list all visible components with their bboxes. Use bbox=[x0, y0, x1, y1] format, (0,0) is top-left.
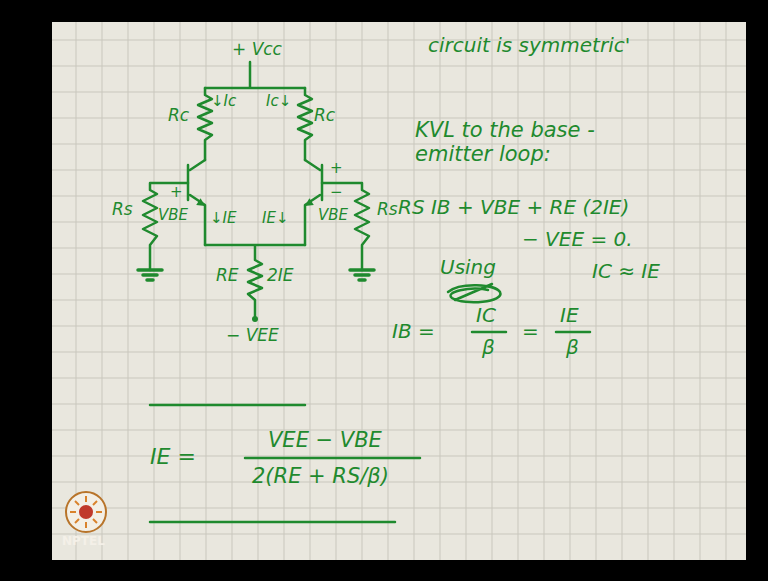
supply-label: + Vcc bbox=[232, 40, 282, 60]
grid-line bbox=[440, 22, 441, 560]
grid-line bbox=[52, 248, 746, 249]
current-label: 2IE bbox=[267, 266, 294, 286]
grid-line bbox=[414, 22, 415, 560]
grid-line bbox=[52, 430, 746, 431]
grid-line bbox=[492, 22, 493, 560]
resistor-symbol bbox=[298, 88, 312, 160]
grid-line bbox=[52, 66, 746, 67]
scribble bbox=[448, 284, 500, 302]
grid-line bbox=[52, 300, 746, 301]
resistor-label: Rs bbox=[377, 200, 398, 220]
grid-line bbox=[648, 22, 649, 560]
paper bbox=[52, 22, 746, 560]
polarity-sign: + bbox=[170, 184, 183, 201]
resistor-symbol bbox=[143, 183, 188, 270]
grid-line bbox=[52, 352, 746, 353]
emitter-arrow bbox=[196, 198, 205, 206]
grid-line bbox=[544, 22, 545, 560]
grid-line bbox=[52, 482, 746, 483]
grid-line bbox=[52, 144, 746, 145]
logo-ray bbox=[75, 501, 79, 505]
resistor-label: Rc bbox=[168, 106, 189, 126]
equation: = bbox=[522, 320, 539, 343]
fraction-term: β bbox=[566, 336, 579, 359]
note: circuit is symmetric' bbox=[428, 34, 630, 57]
resistor-symbol bbox=[205, 245, 305, 316]
resistor-label: RE bbox=[216, 266, 239, 286]
grid-line bbox=[180, 22, 181, 560]
grid-line bbox=[700, 22, 701, 560]
equation: RS IB + VBE + RE (2IE) bbox=[398, 196, 629, 219]
grid-line bbox=[52, 508, 746, 509]
emitter-arrow bbox=[305, 198, 314, 206]
resistor-symbol bbox=[198, 88, 212, 160]
logo-ray bbox=[70, 511, 76, 513]
grid-line bbox=[52, 170, 746, 171]
fraction-term: IE bbox=[560, 304, 579, 327]
logo-ray bbox=[93, 501, 97, 505]
fraction-term: β bbox=[482, 336, 495, 359]
underline bbox=[150, 405, 395, 522]
grid-line bbox=[128, 22, 129, 560]
grid-line bbox=[622, 22, 623, 560]
current-label: ↓Ic bbox=[211, 93, 236, 110]
polarity-sign: − bbox=[330, 184, 343, 201]
resistor-label: Rc bbox=[314, 106, 335, 126]
logo-text: NPTEL bbox=[62, 535, 105, 549]
supply-wire bbox=[205, 62, 305, 88]
ground-symbol bbox=[138, 270, 162, 280]
grid-line bbox=[52, 92, 746, 93]
resistor-symbol bbox=[322, 183, 369, 270]
fraction-term: IC bbox=[476, 304, 496, 327]
note: Using bbox=[440, 256, 496, 279]
grid-line bbox=[76, 22, 77, 560]
grid-line bbox=[52, 534, 746, 535]
logo-ray bbox=[85, 522, 87, 528]
grid-line bbox=[52, 40, 746, 41]
nptel-logo bbox=[66, 492, 106, 532]
current-label: IE↓ bbox=[262, 210, 288, 227]
grid bbox=[52, 22, 746, 560]
logo-center bbox=[79, 505, 93, 519]
transistor-symbol bbox=[305, 160, 322, 245]
grid-line bbox=[102, 22, 103, 560]
note: KVL to the base - emitter loop: bbox=[415, 118, 615, 166]
equation: − VEE = 0. bbox=[522, 228, 633, 251]
current-label: ↓IE bbox=[210, 210, 236, 227]
supply-label: − VEE bbox=[226, 326, 279, 346]
logo-ray bbox=[85, 496, 87, 502]
equation: IC ≈ IE bbox=[592, 260, 660, 283]
polarity-sign: + bbox=[330, 160, 343, 177]
voltage-label: VBE bbox=[318, 207, 348, 224]
grid-line bbox=[518, 22, 519, 560]
ground-symbol bbox=[350, 270, 374, 280]
logo-rays bbox=[70, 496, 102, 528]
grid-line bbox=[674, 22, 675, 560]
fraction-bar bbox=[245, 332, 590, 458]
grid-line bbox=[154, 22, 155, 560]
grid-line bbox=[466, 22, 467, 560]
fraction-term: VEE − VBE bbox=[268, 428, 382, 452]
logo-ray bbox=[96, 511, 102, 513]
equation: IE = bbox=[150, 444, 196, 469]
grid-line bbox=[52, 378, 746, 379]
grid-line bbox=[726, 22, 727, 560]
terminal-dot bbox=[252, 316, 258, 322]
logo-ray bbox=[75, 519, 79, 523]
current-label: Ic↓ bbox=[266, 93, 291, 110]
grid-line bbox=[570, 22, 571, 560]
resistor-label: Rs bbox=[112, 200, 133, 220]
transistor-symbol bbox=[188, 160, 205, 245]
grid-line bbox=[52, 118, 746, 119]
voltage-label: VBE bbox=[158, 207, 188, 224]
logo-ray bbox=[93, 519, 97, 523]
grid-line bbox=[596, 22, 597, 560]
equation: IB = bbox=[392, 320, 435, 343]
fraction-term: 2(RE + RS/β) bbox=[252, 464, 389, 488]
logo-circle bbox=[66, 492, 106, 532]
